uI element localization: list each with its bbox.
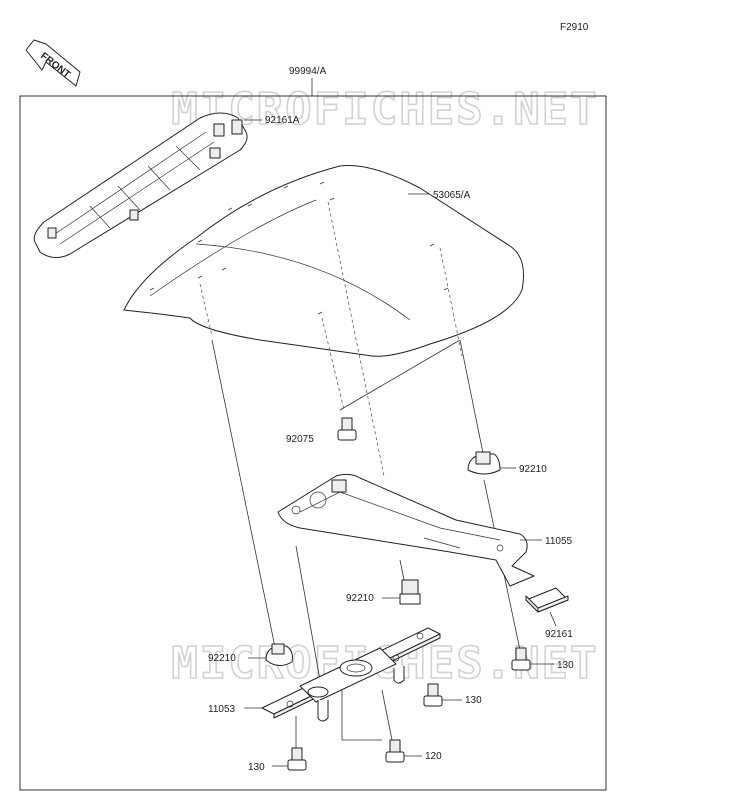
figure-code: F2910 xyxy=(560,22,589,33)
seat-cover xyxy=(123,165,524,357)
label-120: 120 xyxy=(425,751,442,762)
label-92210-left: 92210 xyxy=(208,653,236,664)
label-92075: 92075 xyxy=(286,434,314,445)
assembly-frame xyxy=(19,95,607,791)
label-92210-mid: 92210 xyxy=(346,593,374,604)
clip-nut-mid xyxy=(399,579,421,605)
label-11053: 11053 xyxy=(208,704,236,715)
label-92161a: 92161A xyxy=(265,115,300,126)
base-plate-11053 xyxy=(261,627,441,722)
damper-92161 xyxy=(525,587,569,613)
bolt-130-right xyxy=(511,647,531,671)
bolt-120 xyxy=(385,739,405,763)
label-53065a: 53065/A xyxy=(433,190,471,201)
assembly-ref-label: 99994/A xyxy=(289,66,327,77)
label-130-right: 130 xyxy=(557,660,574,671)
clip-nut-left xyxy=(265,643,293,666)
label-92210-top: 92210 xyxy=(519,464,547,475)
clip-nut-top xyxy=(467,451,501,475)
bolt-130-bottom xyxy=(287,747,307,771)
label-130-bottom: 130 xyxy=(248,762,265,773)
label-130-mid: 130 xyxy=(465,695,482,706)
seat-cover-underside xyxy=(33,112,248,258)
front-arrow-icon: FRONT xyxy=(25,39,81,87)
label-92161: 92161 xyxy=(545,629,573,640)
label-11055: 11055 xyxy=(545,536,573,547)
screw-92075 xyxy=(337,417,357,441)
bolt-130-mid xyxy=(423,683,443,707)
bracket-11055 xyxy=(277,473,535,587)
